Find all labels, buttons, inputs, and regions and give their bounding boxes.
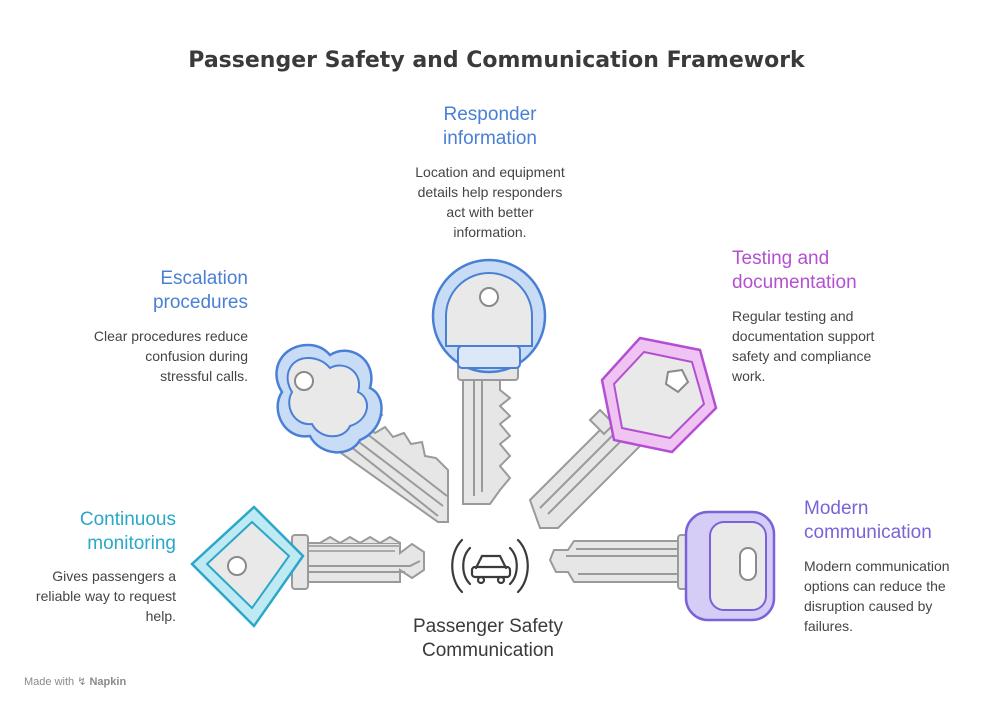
watermark: Made with ↯ Napkin (24, 675, 126, 688)
cloud-key-icon (275, 343, 449, 523)
hexagon-key-icon (528, 336, 718, 529)
car-icon (451, 538, 529, 594)
napkin-logo-icon: ↯ (77, 676, 87, 688)
round-key-icon (431, 258, 547, 505)
page-title: Passenger Safety and Communication Frame… (188, 48, 805, 73)
diamond-key-icon (190, 505, 425, 628)
watermark-brand: Napkin (89, 676, 127, 688)
rectangle-key-icon (548, 510, 776, 622)
watermark-prefix: Made with (24, 676, 75, 688)
